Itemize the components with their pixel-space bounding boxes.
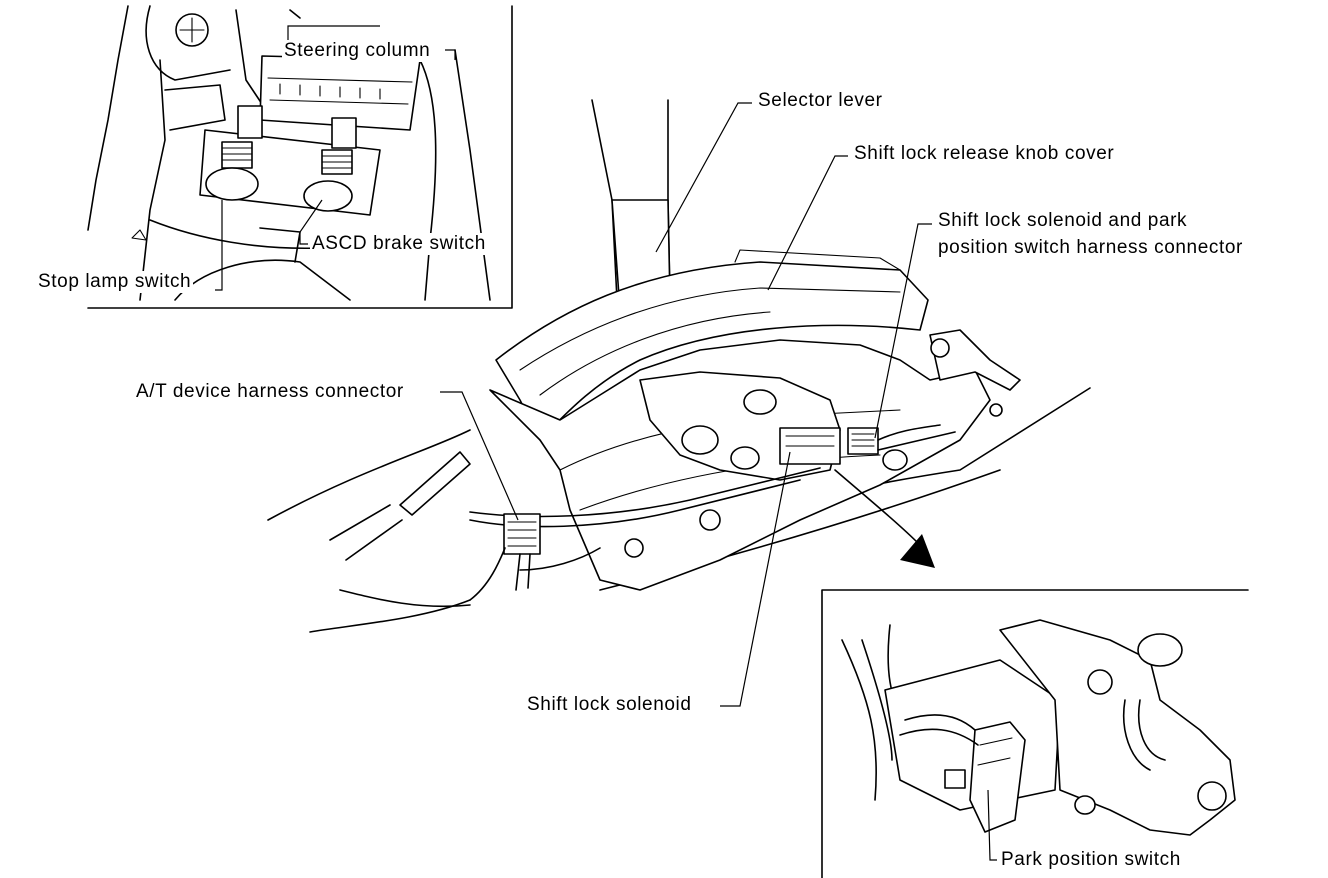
leader-knob-cover <box>767 155 848 291</box>
label-harness-connector-line1: Shift lock solenoid and park <box>936 210 1190 232</box>
label-park-position-switch: Park position switch <box>999 849 1183 871</box>
shift-cable <box>399 451 471 516</box>
park-position-switch <box>969 721 1026 833</box>
solenoid-harness-connector <box>847 427 879 455</box>
at-device-harness-connector <box>503 513 541 555</box>
inset-frame-top-left <box>87 5 513 309</box>
bracket-bolt-icon <box>930 338 950 358</box>
harness-wire-1 <box>469 479 801 528</box>
label-shift-lock-release-knob-cover: Shift lock release knob cover <box>852 143 1117 165</box>
floor-line-1 <box>267 429 471 521</box>
label-harness-connector-line2: position switch harness connector <box>936 237 1245 259</box>
mechanism-plate-detail <box>999 619 1236 836</box>
leader-at-device-connector <box>440 391 519 521</box>
stop-lamp-switch-plunger <box>205 167 259 201</box>
main-shifter-assembly <box>267 99 1091 707</box>
ascd-switch-nut-upper <box>331 117 357 149</box>
leader-harness-connector <box>874 223 932 439</box>
stop-lamp-switch-nut-upper <box>237 105 263 139</box>
mount-bracket-right <box>929 329 1021 391</box>
inset-park-position-switch <box>821 589 1249 878</box>
leader-shift-lock-solenoid <box>720 451 791 707</box>
label-stop-lamp-switch: Stop lamp switch <box>36 271 194 293</box>
leader-stop-lamp-switch <box>215 200 223 291</box>
label-steering-column: Steering column <box>282 40 433 62</box>
dash-edge <box>87 5 129 231</box>
label-shift-lock-solenoid: Shift lock solenoid <box>525 694 694 716</box>
ascd-brake-switch-plunger <box>303 180 353 212</box>
label-ascd-brake-switch: ASCD brake switch <box>310 233 488 255</box>
leader-selector-lever <box>655 102 752 253</box>
leader-park-position-switch <box>987 789 997 861</box>
detail-arrow-icon <box>900 534 935 568</box>
mount-bolt-icon <box>175 13 209 47</box>
inset-frame-bottom-right <box>821 589 1249 878</box>
bracket-top <box>145 5 231 81</box>
stop-lamp-switch-thread <box>221 141 253 169</box>
leader-ascd-brake-switch <box>299 199 323 245</box>
shift-lock-release-knob-cover <box>495 261 929 441</box>
label-selector-lever: Selector lever <box>756 90 885 112</box>
label-at-device-harness-connector: A/T device harness connector <box>134 381 406 403</box>
inset-brake-switches <box>87 5 513 309</box>
